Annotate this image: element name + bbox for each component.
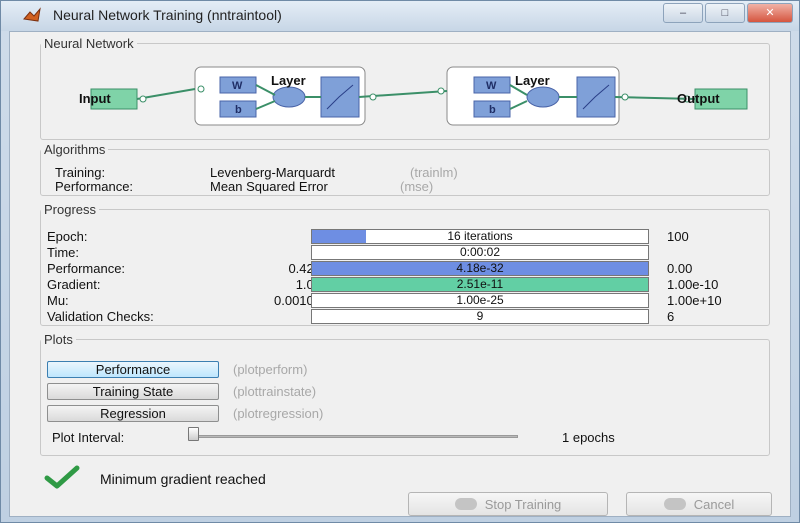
- input-label: Input: [79, 91, 111, 106]
- algorithms-panel: Algorithms Training: Levenberg-Marquardt…: [40, 142, 770, 196]
- performance-key: Performance:: [55, 179, 134, 194]
- progress-key: Mu:: [47, 293, 69, 308]
- network-diagram: W b W b Input Layer Layer Output: [55, 61, 795, 161]
- training-value: Levenberg-Marquardt: [210, 165, 336, 180]
- progress-key: Time:: [47, 245, 80, 260]
- progress-value: 2.51e-11: [456, 277, 504, 291]
- progress-legend: Progress: [44, 202, 97, 217]
- progress-fill: [312, 262, 648, 275]
- plots-legend: Plots: [44, 332, 73, 347]
- layer1-b-label: b: [235, 104, 242, 116]
- stop-icon: [454, 498, 477, 510]
- layer2-transfer: [576, 76, 616, 118]
- network-legend: Neural Network: [44, 36, 134, 51]
- performance-plot-fn: (plotperform): [233, 362, 308, 377]
- layer1-sum: [272, 86, 306, 108]
- training-state-plot-fn: (plottrainstate): [233, 384, 317, 399]
- layer2-sum: [526, 86, 560, 108]
- layer1-label: Layer: [271, 73, 306, 88]
- stop-training-button[interactable]: Stop Training: [408, 492, 608, 516]
- progress-value: 4.18e-32: [456, 261, 504, 275]
- progress-key: Gradient:: [47, 277, 101, 292]
- progress-value: 0:00:02: [459, 245, 501, 259]
- progress-bar: 2.51e-11: [311, 277, 649, 292]
- matlab-icon: [23, 7, 41, 22]
- progress-key: Performance:: [47, 261, 126, 276]
- progress-end: 1.00e-10: [667, 277, 719, 292]
- progress-bar: 9: [311, 309, 649, 324]
- performance-plot-button[interactable]: Performance: [47, 361, 219, 378]
- progress-fill: [312, 278, 648, 291]
- regression-plot-fn: (plotregression): [233, 406, 324, 421]
- output-label: Output: [677, 91, 720, 106]
- layer2-w-label: W: [486, 80, 497, 92]
- cancel-label: Cancel: [693, 496, 735, 512]
- progress-start: 0.00100: [274, 293, 321, 308]
- main-panel: Neural Network: [9, 31, 791, 517]
- progress-fill: [312, 230, 366, 243]
- training-state-plot-button[interactable]: Training State: [47, 383, 219, 400]
- algorithms-legend: Algorithms: [44, 142, 106, 157]
- progress-bar: 0:00:02: [311, 245, 649, 260]
- window-title: Neural Network Training (nntraintool): [53, 7, 282, 23]
- cancel-icon: [663, 498, 686, 510]
- progress-end: 1.00e+10: [667, 293, 722, 308]
- progress-row: Validation Checks:096: [41, 309, 781, 325]
- progress-row: Mu: 0.00100 1.00e-25 1.00e+10: [41, 293, 781, 309]
- stop-training-label: Stop Training: [484, 496, 562, 512]
- progress-bar: 16 iterations: [311, 229, 649, 244]
- layer1-w-label: W: [232, 80, 243, 92]
- plot-interval-value: 1 epochs: [562, 430, 615, 445]
- title-bar[interactable]: Neural Network Training (nntraintool) – …: [1, 1, 799, 31]
- progress-end: 0.00: [667, 261, 693, 276]
- progress-key: Epoch:: [47, 229, 88, 244]
- maximize-button[interactable]: □: [705, 3, 745, 23]
- checkmark-icon: [44, 465, 80, 489]
- network-panel: Neural Network: [40, 36, 770, 140]
- performance-fn: (mse): [400, 179, 434, 194]
- progress-end: 100: [667, 229, 689, 244]
- progress-key: Validation Checks:: [47, 309, 154, 324]
- close-button[interactable]: ✕: [747, 3, 793, 23]
- training-key: Training:: [55, 165, 106, 180]
- cancel-button[interactable]: Cancel: [626, 492, 772, 516]
- minimize-button[interactable]: –: [663, 3, 703, 23]
- progress-value: 1.00e-25: [456, 293, 504, 307]
- network-diagram-svg: W b W b: [90, 66, 748, 126]
- layer2-b-label: b: [489, 104, 496, 116]
- progress-value: 16 iterations: [447, 229, 513, 243]
- progress-panel: Progress Epoch:016 iterations100Time:0:0…: [40, 202, 770, 326]
- regression-plot-button[interactable]: Regression: [47, 405, 219, 422]
- layer1-transfer: [320, 76, 360, 118]
- plot-interval-slider[interactable]: [188, 427, 199, 441]
- status-message: Minimum gradient reached: [100, 471, 266, 487]
- layer2-label: Layer: [515, 73, 550, 88]
- performance-value: Mean Squared Error: [210, 179, 328, 194]
- progress-value: 9: [476, 309, 484, 323]
- training-fn: (trainlm): [410, 165, 458, 180]
- progress-bar: 4.18e-32: [311, 261, 649, 276]
- plot-interval-label: Plot Interval:: [52, 430, 125, 445]
- progress-bar: 1.00e-25: [311, 293, 649, 308]
- plots-panel: Plots Performance (plotperform) Training…: [40, 332, 770, 456]
- plot-interval-track[interactable]: [188, 435, 518, 438]
- progress-row: Time: 0:00:02: [41, 245, 781, 261]
- progress-end: 6: [667, 309, 675, 324]
